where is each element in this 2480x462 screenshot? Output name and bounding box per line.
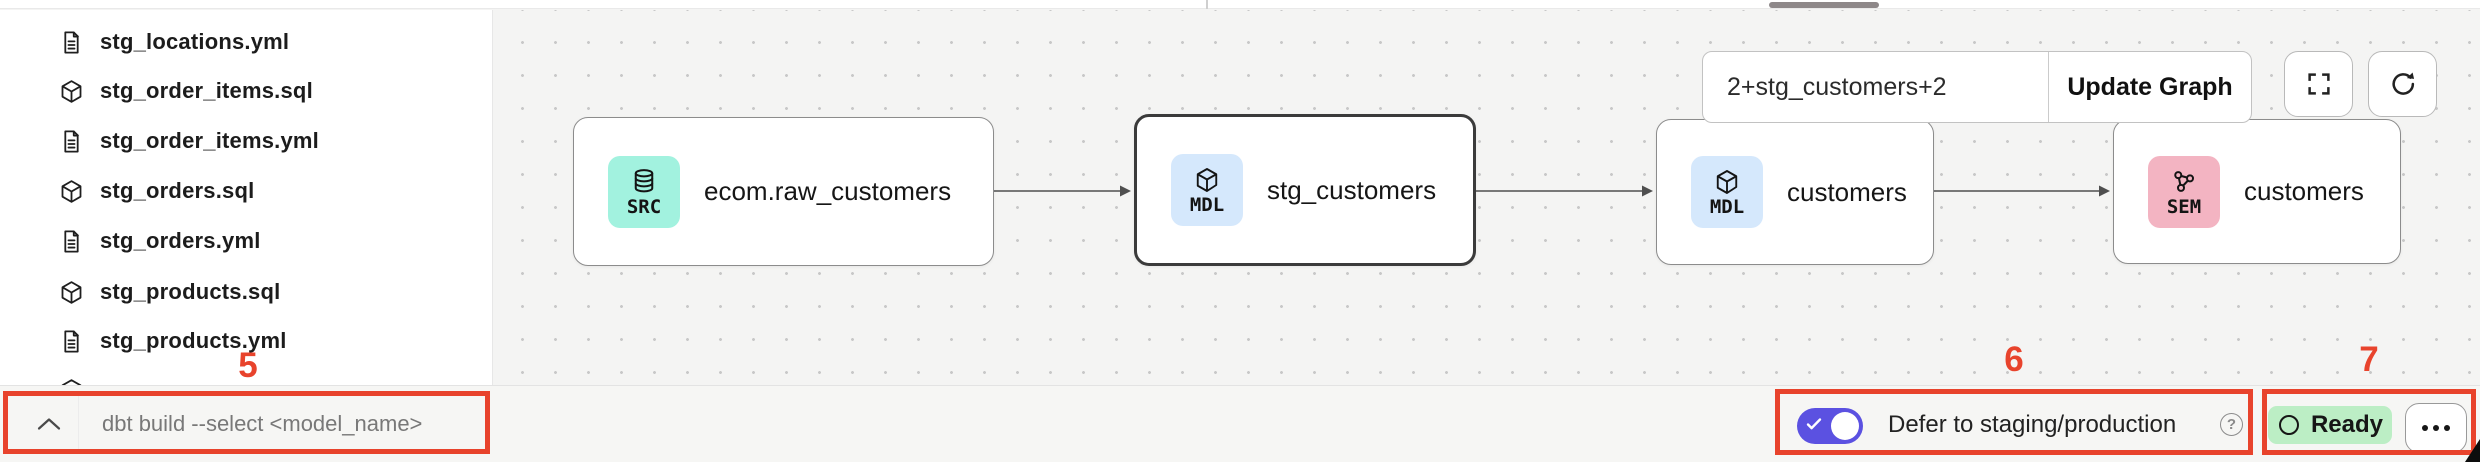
model-cube-icon <box>57 177 85 205</box>
graph-selector-group: Update Graph <box>1702 51 2252 123</box>
node-label: stg_customers <box>1267 174 1437 205</box>
selector-input[interactable] <box>1703 52 2049 122</box>
model-badge: MDL <box>1171 154 1243 226</box>
cube-icon <box>1196 168 1218 192</box>
status-circle-icon <box>2278 415 2299 435</box>
node-label: ecom.raw_customers <box>704 176 952 206</box>
file-explorer: stg_locations.yml stg_order_items.sql st… <box>0 10 493 385</box>
file-item-stg-order-items-yml[interactable]: stg_order_items.yml <box>0 123 492 159</box>
refresh-button[interactable] <box>2368 51 2437 117</box>
file-name: stg_products.sql <box>100 279 281 304</box>
lineage-node-source-ecom-raw-customers[interactable]: SRC ecom.raw_customers <box>573 117 994 266</box>
semantic-badge: SEM <box>2148 155 2220 228</box>
model-badge: MDL <box>1691 156 1763 228</box>
model-cube-icon <box>57 278 85 306</box>
badge-label: MDL <box>1189 194 1225 216</box>
file-name: stg_order_items.yml <box>100 128 319 153</box>
file-item-stg-orders-sql[interactable]: stg_orders.sql <box>0 173 492 209</box>
help-icon[interactable]: ? <box>2220 413 2243 436</box>
node-label: customers <box>2244 176 2364 206</box>
file-item-stg-products-sql[interactable]: stg_products.sql <box>0 274 492 310</box>
source-badge: SRC <box>608 155 680 228</box>
lineage-node-semantic-customers[interactable]: SEM customers <box>2113 119 2401 264</box>
status-badge: Ready <box>2268 406 2392 444</box>
file-item-partial[interactable] <box>0 372 492 385</box>
file-name: stg_orders.sql <box>100 178 255 203</box>
file-item-stg-orders-yml[interactable]: stg_orders.yml <box>0 223 492 259</box>
status-label: Ready <box>2310 411 2384 438</box>
badge-label: SRC <box>626 195 662 218</box>
file-item-stg-locations-yml[interactable]: stg_locations.yml <box>0 24 492 60</box>
toggle-knob <box>1831 412 1859 440</box>
file-name: stg_locations.yml <box>100 29 290 54</box>
file-item-stg-products-yml[interactable]: stg_products.yml <box>0 323 492 359</box>
model-cube-icon <box>57 77 85 105</box>
file-name: stg_products.yml <box>100 328 287 353</box>
file-item-stg-order-items-sql[interactable]: stg_order_items.sql <box>0 73 492 109</box>
fullscreen-button[interactable] <box>2284 51 2353 117</box>
horizontal-scrollbar-thumb[interactable] <box>1769 2 1879 8</box>
lineage-node-model-stg-customers[interactable]: MDL stg_customers <box>1134 114 1476 266</box>
lineage-canvas[interactable]: SRC ecom.raw_customers MDL stg_customers… <box>494 10 2480 385</box>
semantic-graph-icon <box>2174 170 2194 192</box>
divider <box>78 396 79 453</box>
lineage-node-model-customers[interactable]: MDL customers <box>1656 119 1934 265</box>
expand-panel-button[interactable] <box>28 404 70 444</box>
cube-icon <box>1716 170 1738 194</box>
check-icon <box>1806 418 1822 430</box>
file-doc-icon <box>57 227 85 255</box>
file-name: stg_order_items.sql <box>100 78 313 103</box>
database-icon <box>634 168 654 192</box>
badge-label: MDL <box>1709 196 1745 218</box>
panel-divider <box>1206 0 1208 9</box>
update-graph-button[interactable]: Update Graph <box>2049 52 2251 122</box>
refresh-icon <box>2391 72 2414 95</box>
dbt-command-input[interactable] <box>102 400 802 448</box>
fullscreen-icon <box>2307 73 2330 95</box>
command-status-bar: Defer to staging/production ? Ready <box>0 385 2480 462</box>
model-cube-icon <box>57 376 85 385</box>
file-doc-icon <box>57 127 85 155</box>
defer-label: Defer to staging/production <box>1888 410 2177 438</box>
more-options-button[interactable] <box>2405 403 2467 453</box>
file-name: stg_orders.yml <box>100 228 261 253</box>
file-doc-icon <box>57 28 85 56</box>
badge-label: SEM <box>2166 195 2202 218</box>
lineage-edges <box>994 185 2110 197</box>
chevron-up-icon <box>37 418 61 430</box>
node-label: customers <box>1787 176 1907 207</box>
file-doc-icon <box>57 327 85 355</box>
help-glyph: ? <box>2226 416 2237 433</box>
top-panel-edge <box>0 0 2480 9</box>
ellipsis-icon <box>2422 425 2450 431</box>
defer-toggle[interactable] <box>1797 408 1863 444</box>
